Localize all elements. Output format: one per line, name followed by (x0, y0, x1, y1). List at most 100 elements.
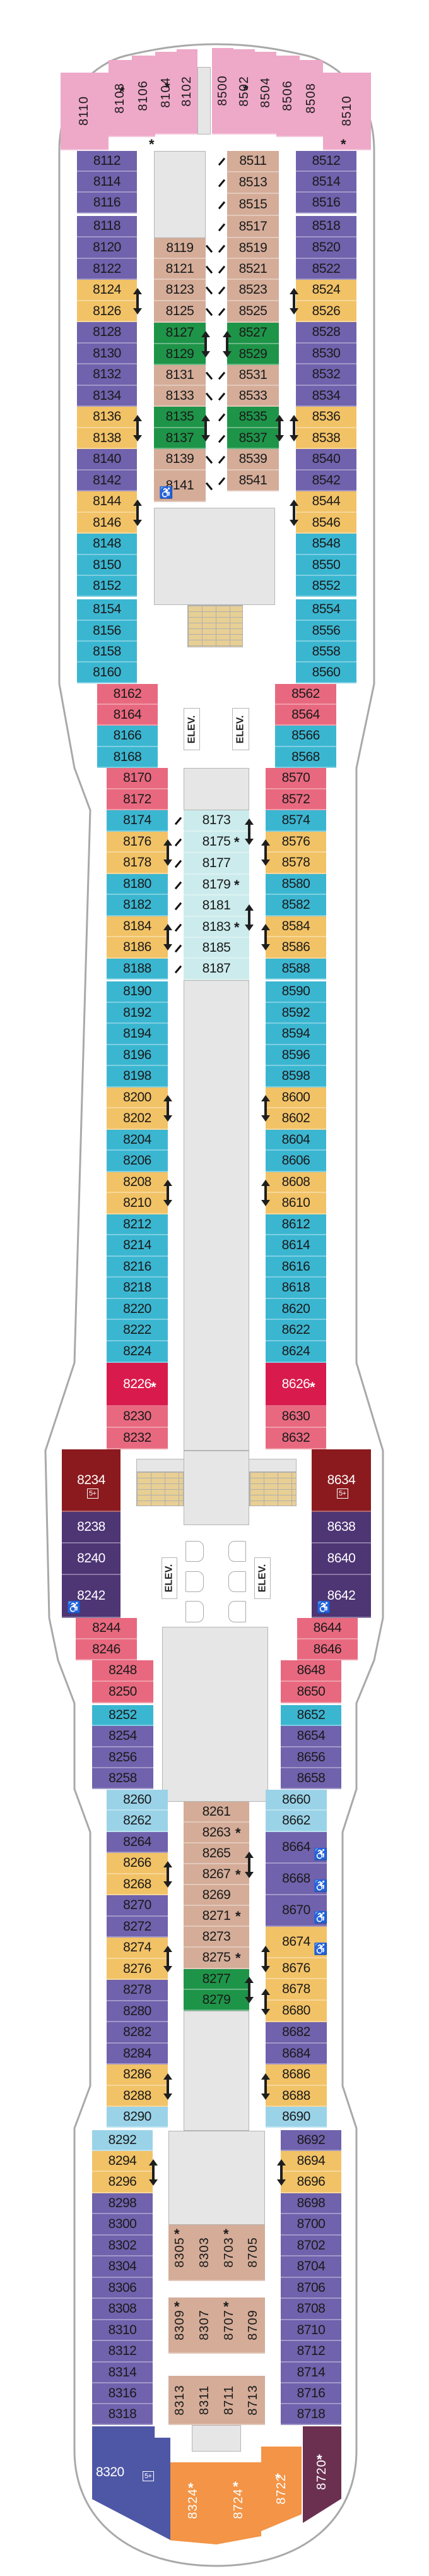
cabin-8606[interactable]: 8606 (266, 1151, 326, 1172)
cabin-8306[interactable]: 8306 (92, 2278, 153, 2299)
cabin-8129[interactable]: 8129 (154, 344, 206, 365)
cabin-8262[interactable]: 8262 (107, 1811, 168, 1832)
cabin-8560[interactable]: 8560 (296, 662, 356, 683)
cabin-8318[interactable]: 8318 (92, 2404, 153, 2425)
cabin-8210[interactable]: 8210 (107, 1193, 168, 1214)
cabin-8539[interactable]: 8539 (227, 449, 279, 470)
cabin-8222[interactable]: 8222 (107, 1320, 168, 1341)
cabin-8632[interactable]: 8632 (266, 1428, 326, 1449)
cabin-8700[interactable]: 8700 (281, 2214, 341, 2236)
cabin-8258[interactable]: 8258 (92, 1768, 153, 1789)
cabin-8192[interactable]: 8192 (107, 1003, 168, 1024)
cabin-8121[interactable]: 8121 (154, 259, 206, 280)
cabin-8176[interactable]: 8176 (107, 832, 168, 853)
cabin-8127[interactable]: 8127 (154, 323, 206, 344)
cabin-8152[interactable]: 8152 (77, 576, 137, 597)
cabin-8224[interactable]: 8224 (107, 1341, 168, 1363)
cabin-8566[interactable]: 8566 (275, 726, 336, 747)
cabin-8248[interactable]: 8248 (92, 1660, 153, 1682)
cabin-8519[interactable]: 8519 (227, 238, 279, 259)
cabin-8718[interactable]: 8718 (281, 2404, 341, 2425)
cabin-8133[interactable]: 8133 (154, 386, 206, 407)
cabin-8134[interactable]: 8134 (77, 386, 137, 407)
cabin-8614[interactable]: 8614 (266, 1235, 326, 1257)
cabin-8242[interactable]: 8242♿ (62, 1575, 120, 1618)
cabin-8270[interactable]: 8270 (107, 1895, 168, 1917)
cabin-8510[interactable]: 8510* (323, 73, 371, 152)
cabin-8312[interactable]: 8312 (92, 2341, 153, 2363)
cabin-8554[interactable]: 8554 (296, 599, 356, 621)
cabin-8536[interactable]: 8536 (296, 407, 356, 428)
cabin-8106[interactable]: 8106 (132, 56, 155, 137)
cabin-8296[interactable]: 8296 (92, 2172, 153, 2193)
cabin-8535[interactable]: 8535 (227, 407, 279, 428)
cabin-8212[interactable]: 8212 (107, 1214, 168, 1235)
cabin-8114[interactable]: 8114 (77, 172, 137, 193)
cabin-8646[interactable]: 8646 (297, 1639, 358, 1660)
cabin-8714[interactable]: 8714 (281, 2363, 341, 2383)
cabin-8168[interactable]: 8168 (97, 747, 158, 768)
cabin-8705[interactable]: 8705 (241, 2225, 265, 2281)
cabin-8311[interactable]: 8311 (192, 2376, 217, 2425)
cabin-8108[interactable]: 8108* (109, 60, 132, 137)
cabin-8600[interactable]: 8600 (266, 1087, 326, 1108)
cabin-8668[interactable]: 8668♿ (266, 1864, 327, 1895)
cabin-8190[interactable]: 8190 (107, 981, 168, 1003)
cabin-8282[interactable]: 8282 (107, 2022, 168, 2044)
cabin-8204[interactable]: 8204 (107, 1130, 168, 1151)
cabin-8529[interactable]: 8529 (227, 344, 279, 365)
cabin-8182[interactable]: 8182 (107, 895, 168, 916)
cabin-8680[interactable]: 8680 (266, 2001, 327, 2022)
cabin-8116[interactable]: 8116 (77, 193, 137, 213)
cabin-8523[interactable]: 8523 (227, 280, 279, 301)
cabin-8177[interactable]: 8177 (184, 853, 249, 875)
cabin-8520[interactable]: 8520 (296, 237, 356, 259)
cabin-8183[interactable]: 8183* (184, 917, 249, 938)
cabin-8188[interactable]: 8188 (107, 959, 168, 979)
cabin-8521[interactable]: 8521 (227, 259, 279, 280)
cabin-8696[interactable]: 8696 (281, 2172, 341, 2193)
cabin-8184[interactable]: 8184 (107, 916, 168, 937)
cabin-8313[interactable]: 8313 (168, 2376, 192, 2425)
cabin-8506[interactable]: 8506 (276, 56, 300, 137)
cabin-8504[interactable]: 8504 (255, 52, 276, 135)
cabin-8694[interactable]: 8694 (281, 2151, 341, 2172)
cabin-8564[interactable]: 8564 (275, 705, 336, 726)
cabin-8175[interactable]: 8175* (184, 832, 249, 853)
cabin-8135[interactable]: 8135 (154, 407, 206, 428)
cabin-8522[interactable]: 8522 (296, 259, 356, 280)
cabin-8126[interactable]: 8126 (77, 301, 137, 322)
cabin-8552[interactable]: 8552 (296, 576, 356, 597)
cabin-8286[interactable]: 8286 (107, 2064, 168, 2086)
cabin-8246[interactable]: 8246 (76, 1639, 137, 1660)
cabin-8670[interactable]: 8670♿ (266, 1895, 327, 1927)
cabin-8288[interactable]: 8288 (107, 2086, 168, 2107)
cabin-8125[interactable]: 8125 (154, 301, 206, 323)
cabin-8290[interactable]: 8290 (107, 2107, 168, 2128)
cabin-8122[interactable]: 8122 (77, 259, 137, 280)
cabin-8146[interactable]: 8146 (77, 513, 137, 534)
cabin-8684[interactable]: 8684 (266, 2044, 327, 2064)
cabin-8710[interactable]: 8710 (281, 2320, 341, 2341)
cabin-8276[interactable]: 8276 (107, 1959, 168, 1980)
cabin-8574[interactable]: 8574 (266, 810, 326, 832)
cabin-8532[interactable]: 8532 (296, 364, 356, 386)
cabin-8630[interactable]: 8630 (266, 1406, 326, 1428)
cabin-8278[interactable]: 8278 (107, 1980, 168, 2001)
cabin-8136[interactable]: 8136 (77, 407, 137, 428)
cabin-8307[interactable]: 8307 (192, 2297, 217, 2354)
cabin-8158[interactable]: 8158 (77, 642, 137, 662)
cabin-8181[interactable]: 8181 (184, 896, 249, 917)
cabin-8704[interactable]: 8704 (281, 2256, 341, 2278)
cabin-8124[interactable]: 8124 (77, 280, 137, 301)
cabin-8518[interactable]: 8518 (296, 216, 356, 237)
cabin-8618[interactable]: 8618 (266, 1278, 326, 1299)
cabin-8172[interactable]: 8172 (107, 789, 168, 810)
cabin-8180[interactable]: 8180 (107, 874, 168, 895)
cabin-8170[interactable]: 8170 (107, 768, 168, 789)
cabin-8570[interactable]: 8570 (266, 768, 326, 789)
cabin-8230[interactable]: 8230 (107, 1406, 168, 1428)
cabin-8254[interactable]: 8254 (92, 1726, 153, 1747)
cabin-8274[interactable]: 8274 (107, 1938, 168, 1959)
